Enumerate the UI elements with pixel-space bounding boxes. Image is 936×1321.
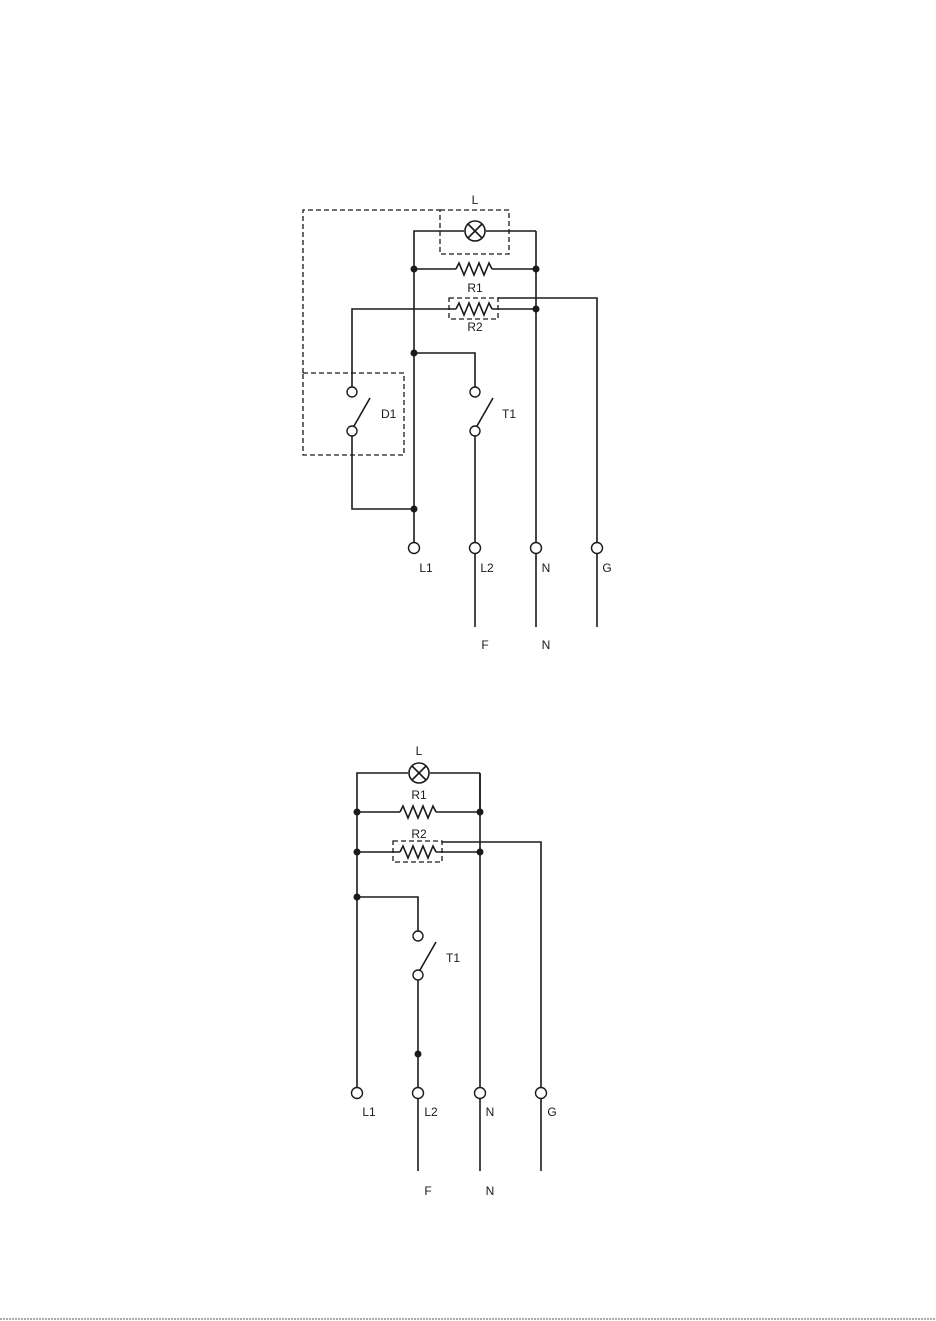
label-supply-n-top: N xyxy=(542,638,551,652)
t1-wire-bottom xyxy=(357,897,418,931)
lamp-bottom xyxy=(409,763,429,783)
label-d1: D1 xyxy=(381,407,397,421)
resistor-r2-bottom xyxy=(400,846,436,858)
junction-dot xyxy=(411,350,418,357)
d1-lamp-link xyxy=(303,210,440,373)
label-supply-f-top: F xyxy=(481,638,488,652)
resistor-r1-top xyxy=(456,263,492,275)
junction-dot xyxy=(477,809,484,816)
resistor-r1-bottom xyxy=(400,806,436,818)
junction-dot xyxy=(477,849,484,856)
lamp-wire-left-top xyxy=(414,231,464,269)
label-r2-bottom: R2 xyxy=(411,827,427,841)
label-r1-top: R1 xyxy=(467,281,483,295)
label-terminal-l2-bottom: L2 xyxy=(424,1105,438,1119)
terminal-l1-bottom xyxy=(352,1088,363,1099)
label-terminal-l1-bottom: L1 xyxy=(362,1105,376,1119)
label-r2-top: R2 xyxy=(467,320,483,334)
label-terminal-g-bottom: G xyxy=(547,1105,556,1119)
resistor-r2-top xyxy=(456,303,492,315)
junction-dot xyxy=(411,506,418,513)
label-terminal-l1-top: L1 xyxy=(419,561,433,575)
junction-dot xyxy=(411,266,418,273)
label-lamp-top: L xyxy=(472,193,479,207)
terminal-g-bottom xyxy=(536,1088,547,1099)
switch-t1-top xyxy=(470,387,493,436)
terminal-l2-top xyxy=(470,543,481,554)
r2-wire-left-top xyxy=(352,309,456,387)
terminal-l1-top xyxy=(409,543,420,554)
label-terminal-n-bottom: N xyxy=(486,1105,495,1119)
label-lamp-bottom: L xyxy=(416,744,423,758)
label-terminal-n-top: N xyxy=(542,561,551,575)
junction-dot xyxy=(354,849,361,856)
label-t1-top: T1 xyxy=(502,407,516,421)
lamp-top xyxy=(465,221,485,241)
terminal-n-bottom xyxy=(475,1088,486,1099)
diagram-top: L R1 R2 D1 T1 L1 L2 N G F N xyxy=(303,193,612,652)
t1-wire-top xyxy=(414,353,475,387)
junction-dot xyxy=(415,1051,422,1058)
diagram-bottom: L R1 R2 T1 L1 L2 N G F N xyxy=(352,744,557,1198)
junction-dot xyxy=(533,266,540,273)
junction-dot xyxy=(533,306,540,313)
label-r1-bottom: R1 xyxy=(411,788,427,802)
label-t1-bottom: T1 xyxy=(446,951,460,965)
junction-dot xyxy=(354,809,361,816)
switch-d1 xyxy=(347,387,370,436)
terminal-l2-bottom xyxy=(413,1088,424,1099)
terminal-n-top xyxy=(531,543,542,554)
label-terminal-g-top: G xyxy=(602,561,611,575)
label-supply-n-bottom: N xyxy=(486,1184,495,1198)
label-supply-f-bottom: F xyxy=(424,1184,431,1198)
terminal-g-top xyxy=(592,543,603,554)
junction-dot xyxy=(354,894,361,901)
label-terminal-l2-top: L2 xyxy=(480,561,494,575)
lamp-wire-left-bottom xyxy=(357,773,408,812)
d1-return-wire xyxy=(352,436,414,509)
switch-t1-bottom xyxy=(413,931,436,980)
